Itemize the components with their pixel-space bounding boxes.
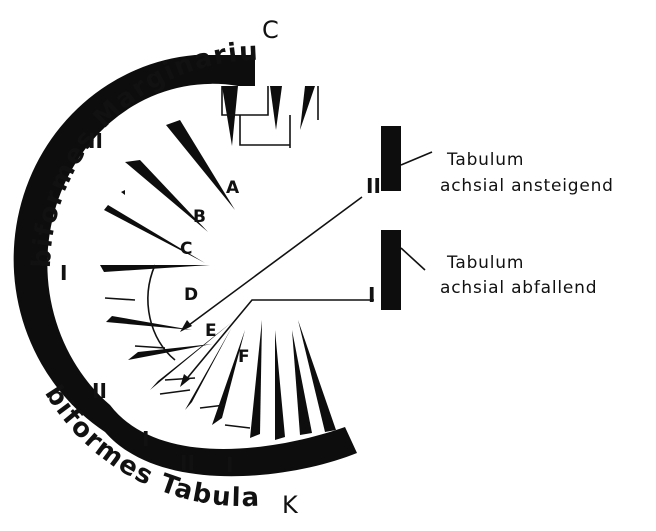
lobe-label-a: A [226,178,240,198]
legend-bar-ascending [381,126,401,191]
corner-label-bottom: K [282,491,299,519]
legend-2-line2: achsial abfallend [440,278,597,298]
pointer-lines [184,197,374,382]
roman-upper-left: II [88,129,103,153]
marginarium-label: biformes Marginarium [0,0,260,269]
roman-lower-1: II [92,379,107,403]
lobe-label-b: B [193,207,206,227]
lobe-label-c: C [180,239,192,259]
legend-2-line1: Tabulum [446,253,524,273]
roman-pointer-upper: II [366,174,381,198]
lobe-label-e: E [205,321,217,341]
legend-1-line2: achsial ansteigend [440,176,614,196]
ornament [118,188,128,198]
lobe-label-d: D [184,285,198,305]
roman-pointer-lower: I [368,283,375,307]
arrowhead-upper [180,320,192,332]
roman-lower-2: I [142,427,149,451]
roman-lower-3: II [180,451,195,475]
roman-lower-4: I [226,453,233,477]
lobe-label-f: F [238,347,250,367]
legend-bar-descending [381,230,401,310]
corner-label-top: C [262,16,279,44]
roman-left: I [60,261,67,285]
chamber-lines [105,86,318,428]
septa [100,86,336,440]
legend-leaders [401,152,432,270]
legend-1-line1: Tabulum [446,150,524,170]
